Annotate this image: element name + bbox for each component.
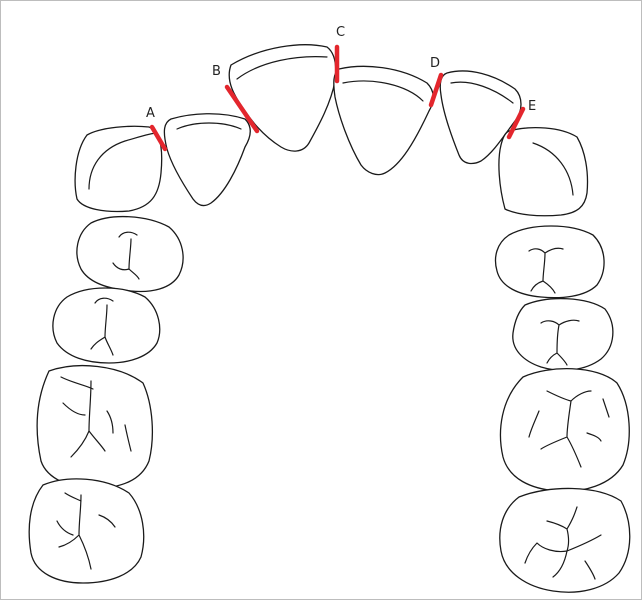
tooth-second-premolar-left [512,297,614,371]
contact-line-e [506,106,526,140]
contact-label-c: C [336,25,345,40]
tooth-canine-right [74,125,163,213]
tooth-first-molar-right [36,364,153,490]
contact-line-b [224,84,260,134]
tooth-first-molar-left [499,367,630,492]
tooth-lateral-incisor-right [163,113,251,207]
tooth-first-premolar-right [76,215,184,293]
contact-line-d [428,72,444,108]
tooth-lateral-incisor-left [439,70,522,165]
tooth-second-molar-left [499,487,631,593]
contact-label-d: D [430,56,440,71]
tooth-first-premolar-left [494,225,605,299]
contact-label-a: A [146,106,155,121]
contact-label-e: E [528,99,536,114]
tooth-central-incisor-left [333,65,434,176]
tooth-canine-left [498,127,589,217]
tooth-second-premolar-right [52,287,161,364]
contact-line-a [149,124,168,152]
contact-label-b: B [212,64,221,79]
tooth-second-molar-right [28,478,145,584]
